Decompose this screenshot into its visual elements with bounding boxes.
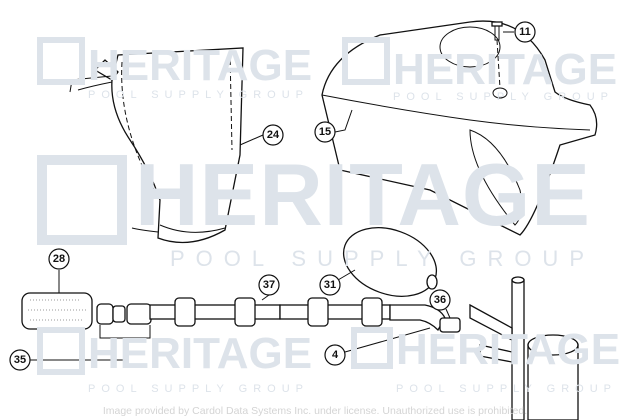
svg-text:37: 37 xyxy=(263,279,275,291)
image-credit: Image provided by Cardol Data Systems In… xyxy=(102,405,528,417)
part-4-elbow xyxy=(389,304,446,332)
callout-24: 24 xyxy=(262,124,284,146)
svg-text:11: 11 xyxy=(519,26,531,38)
svg-text:POOL SUPPLY GROUP: POOL SUPPLY GROUP xyxy=(88,89,309,101)
watermark-top-left: HERITAGE POOL SUPPLY GROUP xyxy=(37,37,312,101)
callout-31: 31 xyxy=(319,274,341,296)
svg-text:HERITAGE: HERITAGE xyxy=(88,41,312,90)
callout-35: 35 xyxy=(9,349,31,371)
svg-text:31: 31 xyxy=(324,279,336,291)
svg-text:36: 36 xyxy=(434,294,446,306)
part-11-screw xyxy=(491,21,503,41)
callout-28: 28 xyxy=(48,248,70,270)
float-hole xyxy=(426,274,438,290)
part-35-fittings xyxy=(96,303,152,325)
svg-text:POOL SUPPLY GROUP: POOL SUPPLY GROUP xyxy=(393,91,614,103)
svg-text:35: 35 xyxy=(14,354,26,366)
callout-36: 36 xyxy=(429,289,451,311)
watermark-bottom-left: HERITAGE POOL SUPPLY GROUP xyxy=(37,327,312,395)
svg-text:24: 24 xyxy=(267,129,280,141)
part-37-hose xyxy=(149,297,391,327)
callout-37: 37 xyxy=(258,274,280,296)
svg-text:POOL SUPPLY GROUP: POOL SUPPLY GROUP xyxy=(88,383,309,395)
part-28-filter xyxy=(21,292,93,330)
callout-15: 15 xyxy=(314,121,336,143)
svg-text:28: 28 xyxy=(53,253,65,265)
callout-11: 11 xyxy=(514,21,536,43)
svg-text:HERITAGE: HERITAGE xyxy=(393,45,617,94)
watermark-bottom-right: HERITAGE POOL SUPPLY GROUP xyxy=(351,325,620,395)
svg-text:POOL SUPPLY GROUP: POOL SUPPLY GROUP xyxy=(396,383,617,395)
watermark-center: HERITAGE POOL SUPPLY GROUP xyxy=(37,145,590,271)
svg-text:15: 15 xyxy=(319,126,331,138)
svg-text:HERITAGE: HERITAGE xyxy=(88,329,312,378)
callout-4: 4 xyxy=(324,344,346,366)
part-15-cover xyxy=(321,20,598,236)
svg-text:HERITAGE: HERITAGE xyxy=(396,325,620,374)
svg-text:4: 4 xyxy=(332,349,339,361)
svg-text:POOL SUPPLY GROUP: POOL SUPPLY GROUP xyxy=(170,246,590,271)
svg-text:HERITAGE: HERITAGE xyxy=(135,145,590,244)
watermark-top-right: HERITAGE POOL SUPPLY GROUP xyxy=(342,37,617,103)
pole-assembly xyxy=(469,276,579,420)
